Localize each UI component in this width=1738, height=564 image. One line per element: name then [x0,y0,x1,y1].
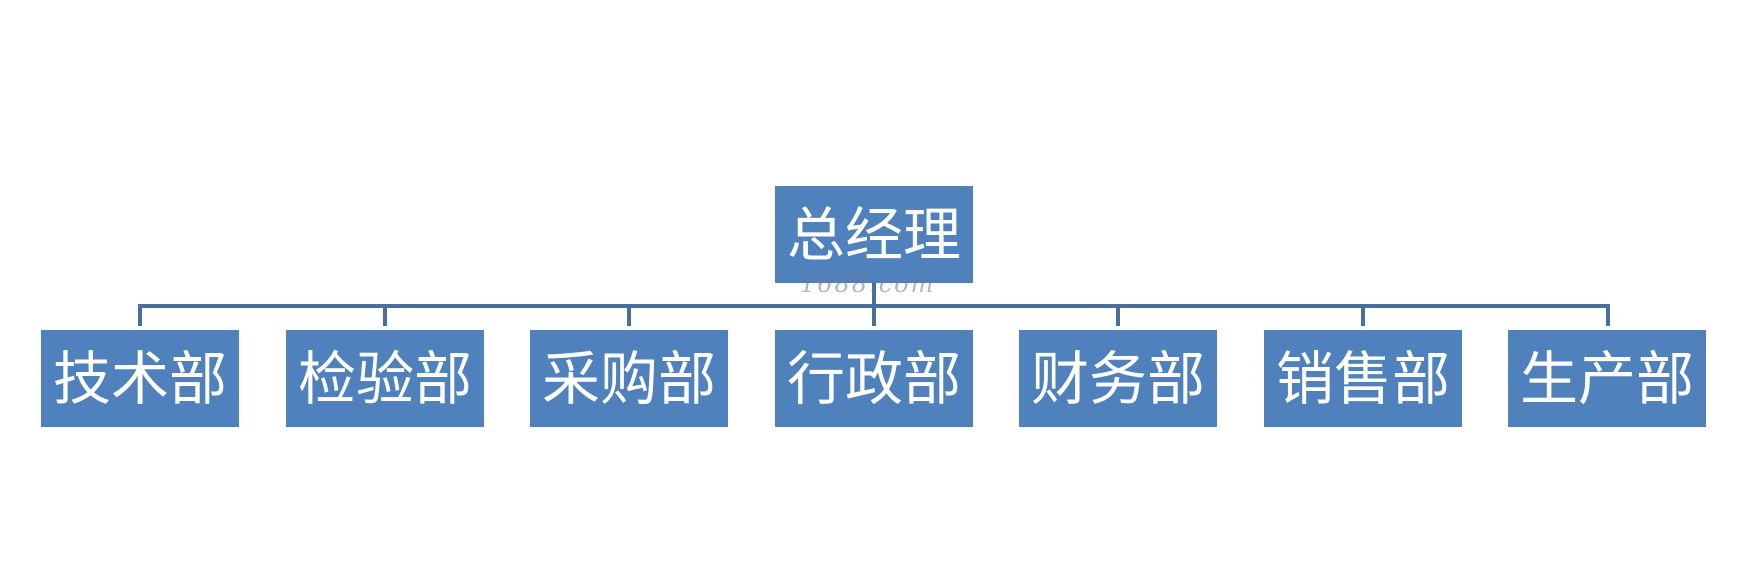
administration-department-label: 行政部 [786,344,961,413]
technology-department-box: 技术部 [41,330,239,427]
inspection-department-connector [383,304,387,326]
finance-department-box: 财务部 [1019,330,1217,427]
finance-department-label: 财务部 [1030,344,1205,413]
administration-department-connector [872,304,876,326]
watermark-text: 1688.com [800,270,936,298]
technology-department-connector [138,304,142,326]
administration-department-box: 行政部 [775,330,973,427]
production-department-label: 生产部 [1519,344,1694,413]
production-department-connector [1606,304,1610,326]
finance-department-connector [1116,304,1120,326]
sales-department-connector [1361,304,1365,326]
procurement-department-connector [627,304,631,326]
general-manager-box: 总经理 [775,186,973,283]
procurement-department-box: 采购部 [530,330,728,427]
sales-department-label: 销售部 [1275,344,1450,413]
inspection-department-box: 检验部 [286,330,484,427]
production-department-box: 生产部 [1508,330,1706,427]
inspection-department-label: 检验部 [297,344,472,413]
root-connector-line [872,283,876,307]
procurement-department-label: 采购部 [541,344,716,413]
general-manager-label: 总经理 [786,200,961,269]
technology-department-label: 技术部 [52,344,227,413]
sales-department-box: 销售部 [1264,330,1462,427]
